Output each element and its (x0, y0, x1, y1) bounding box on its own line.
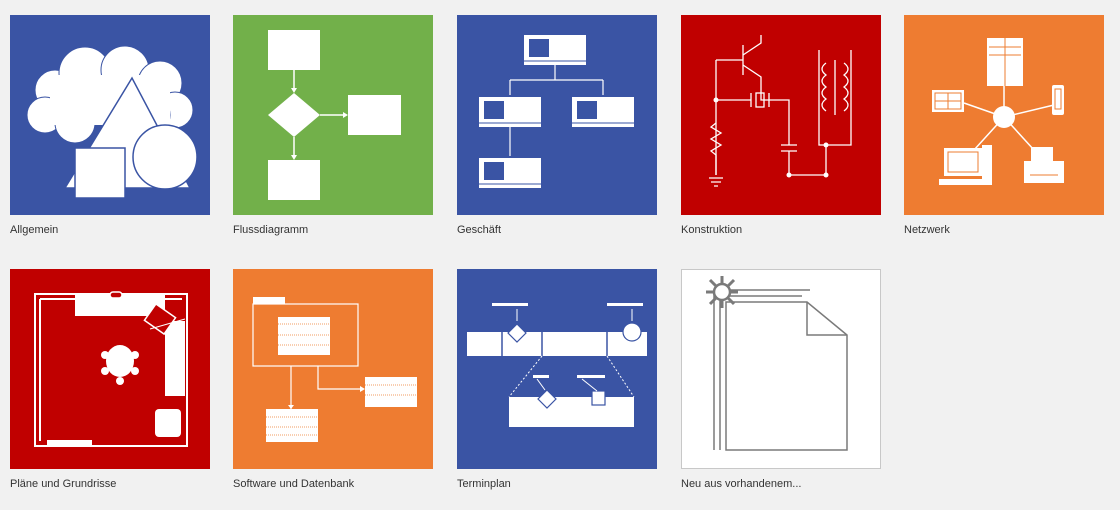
template-netzwerk[interactable]: Netzwerk (904, 15, 1104, 236)
template-konstruktion[interactable]: Konstruktion (681, 15, 881, 236)
template-neu-aus-vorhandenem[interactable]: Neu aus vorhandenem... (681, 269, 881, 490)
template-thumbnail[interactable] (457, 15, 657, 215)
template-thumbnail[interactable] (457, 269, 657, 469)
template-label: Neu aus vorhandenem... (681, 478, 802, 490)
circuit-icon (709, 35, 852, 187)
software-database-icon (252, 297, 417, 442)
template-label: Konstruktion (681, 224, 743, 236)
template-thumbnail[interactable] (10, 269, 210, 469)
template-label: Allgemein (10, 224, 59, 236)
template-thumbnail[interactable] (233, 15, 433, 215)
template-label: Flussdiagramm (233, 224, 309, 236)
template-flussdiagramm[interactable]: Flussdiagramm (233, 15, 433, 236)
template-thumbnail[interactable] (904, 15, 1104, 215)
template-thumbnail[interactable] (10, 15, 210, 215)
floor-plan-icon (34, 291, 188, 447)
template-label: Geschäft (457, 224, 502, 236)
timeline-icon (467, 303, 647, 427)
template-label: Netzwerk (904, 224, 950, 236)
template-label: Terminplan (457, 478, 511, 490)
general-shapes-icon (26, 45, 198, 199)
org-chart-icon (479, 35, 634, 188)
new-from-existing-icon (706, 276, 848, 451)
template-terminplan[interactable]: Terminplan (457, 269, 657, 490)
template-thumbnail[interactable] (681, 15, 881, 215)
template-thumbnail[interactable] (681, 269, 881, 469)
template-label: Pläne und Grundrisse (10, 478, 117, 490)
template-allgemein[interactable]: Allgemein (10, 15, 210, 236)
template-plaene-und-grundrisse[interactable]: Pläne und Grundrisse (10, 269, 210, 490)
template-label: Software und Datenbank (233, 478, 355, 490)
template-geschaeft[interactable]: Geschäft (457, 15, 657, 236)
template-software-und-datenbank[interactable]: Software und Datenbank (233, 269, 433, 490)
flowchart-icon (268, 30, 401, 200)
network-icon (932, 38, 1064, 185)
template-thumbnail[interactable] (233, 269, 433, 469)
